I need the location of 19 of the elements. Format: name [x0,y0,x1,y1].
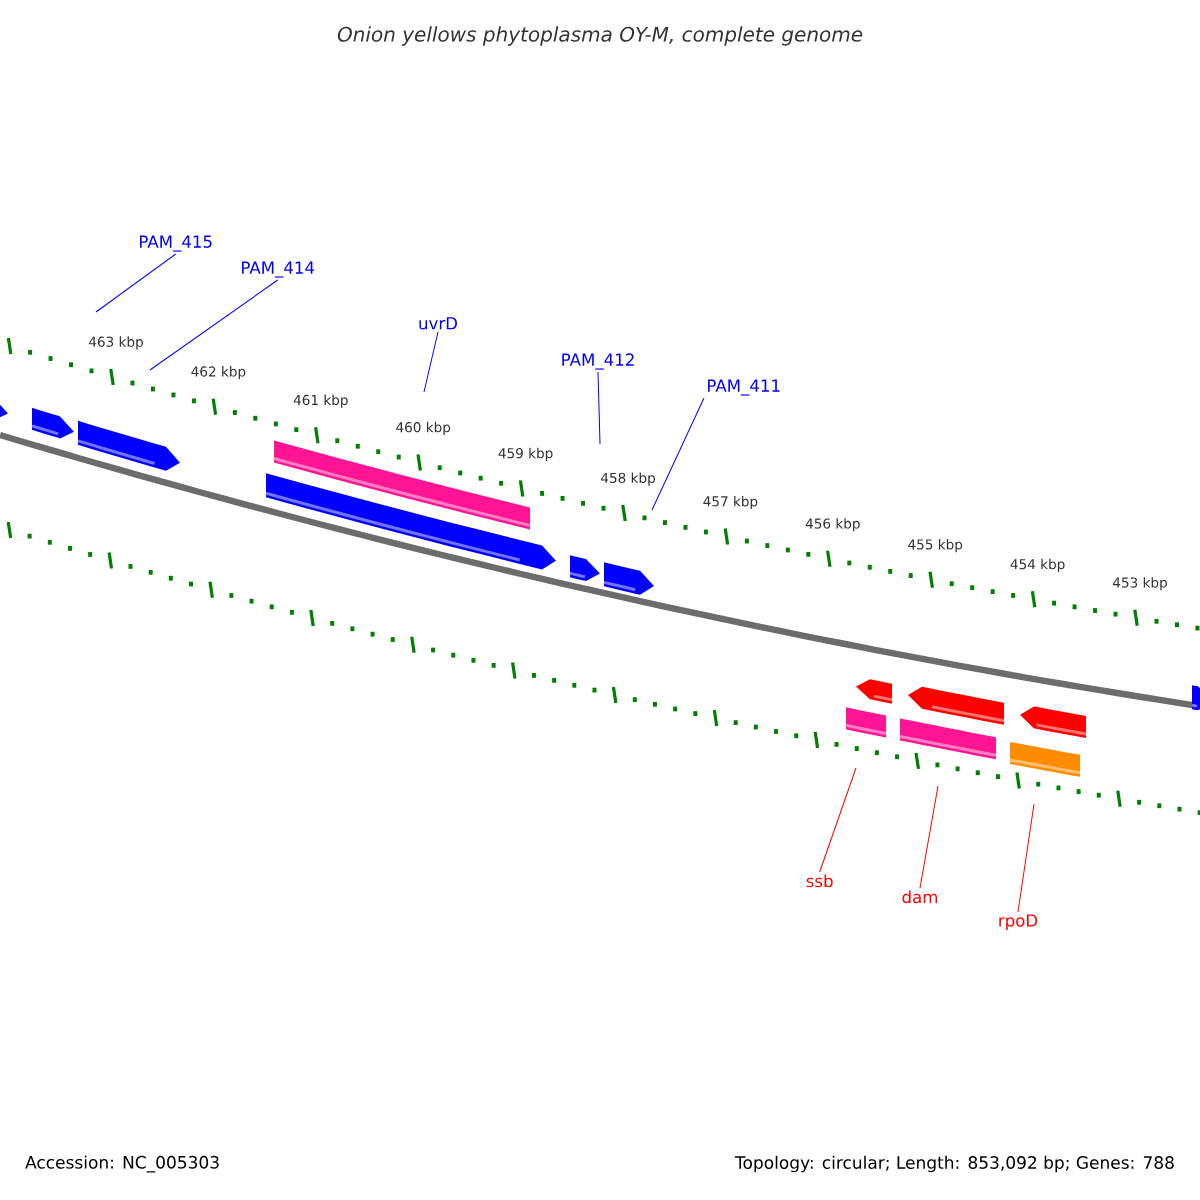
leader-line [651,397,705,511]
leader-line [919,785,939,889]
gene-label: PAM_411 [708,379,780,396]
leader-line [423,331,439,393]
gene-label: PAM_414 [242,261,315,278]
title: Onion yellows phytoplasma OY-M, complete genome [337,26,863,46]
footer-text: Topology: circular; Length: 853,092 bp; Genes: 788 [734,1155,1174,1173]
gene-label: ssb [806,874,833,888]
footer-text: Accession: NC_005303 [25,1155,219,1173]
leader-line [95,253,177,313]
leader-line [819,767,857,873]
gene-label: PAM_415 [140,235,212,252]
gene-label: rpoD [999,914,1038,930]
leader-line [1017,803,1035,913]
leader-line [597,371,601,445]
gene-label: uvrD [419,317,457,330]
leader-line [149,279,279,371]
gene-label: PAM_412 [562,353,634,370]
gene-label: dam [902,890,938,904]
